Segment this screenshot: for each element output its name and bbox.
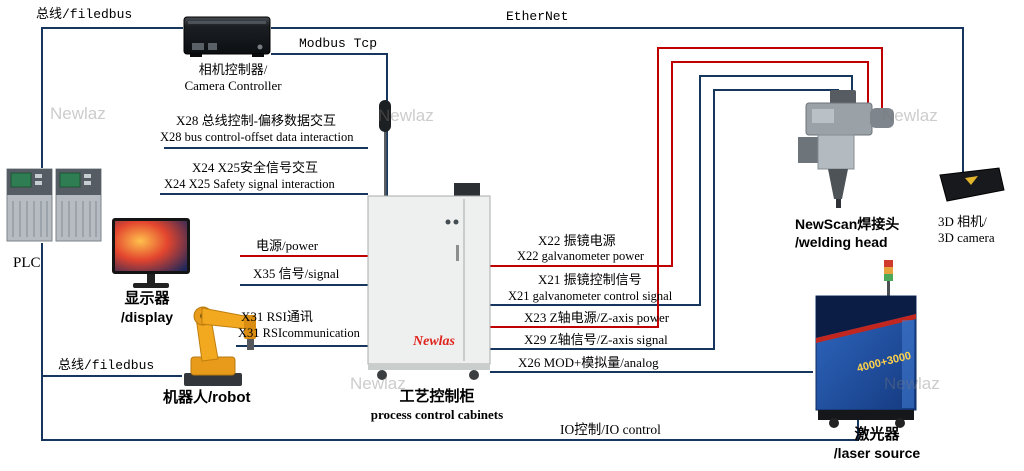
- display-device: [112, 218, 190, 288]
- welding-head-label-en: /welding head: [795, 233, 888, 250]
- camera-controller-label-cn: 相机控制器/: [198, 62, 268, 77]
- x22-label-cn: X22 振镜电源: [538, 233, 616, 248]
- antenna: [379, 100, 391, 132]
- display-label-en: /display: [120, 308, 174, 325]
- line-x21: [490, 75, 853, 306]
- plc-device: [6, 168, 102, 242]
- robot-pedestal: [184, 373, 242, 386]
- line-ethernet: [271, 27, 964, 172]
- robot-wrist: [244, 315, 256, 339]
- camera-3d-label: 3D 相机/ 3D camera: [938, 214, 995, 247]
- welding-head-device: [798, 90, 894, 208]
- camera-3d-label-cn: 3D 相机/: [938, 214, 987, 229]
- fieldbus-left-label: 总线/filedbus: [58, 358, 155, 373]
- cabinet-caster: [469, 370, 479, 380]
- laser-red-stripe: [816, 314, 916, 343]
- io-label: IO控制/IO control: [560, 422, 661, 437]
- laser-label: 激光器 /laser source: [822, 426, 932, 462]
- fieldbus-top-label: 总线/filedbus: [36, 7, 133, 22]
- controller-port: [208, 43, 217, 50]
- robot-device: [184, 306, 256, 386]
- line-io: [41, 243, 859, 441]
- power-label: 电源/power: [256, 238, 319, 253]
- line-fieldbus-top: [41, 27, 183, 168]
- antenna-pole: [384, 129, 387, 197]
- x24-label-en: X24 X25 Safety signal interaction: [164, 177, 335, 191]
- ethernet-label: EtherNet: [506, 9, 569, 24]
- camera-3d-device: [939, 167, 1005, 202]
- camera-3d-logo-mark: [965, 176, 978, 185]
- stack-light-amber: [884, 267, 893, 274]
- monitor-screen: [115, 221, 187, 271]
- x29-label: X29 Z轴信号/Z-axis signal: [524, 332, 668, 347]
- plc-module-2: [55, 168, 102, 242]
- cabinet-handle: [456, 245, 459, 261]
- camera-3d-body: [939, 167, 1005, 202]
- plc-screen: [10, 172, 32, 188]
- laser-wheel: [895, 418, 905, 428]
- modbus-label: Modbus Tcp: [299, 36, 378, 51]
- stack-light-red: [884, 260, 893, 267]
- laser-label-en: /laser source: [833, 444, 921, 461]
- camera-controller-label: 相机控制器/ Camera Controller: [168, 62, 298, 95]
- plc-label: PLC: [13, 255, 41, 271]
- cabinet-body: [367, 195, 491, 365]
- laser-device: 4000+3000: [815, 260, 917, 428]
- x28-label-en: X28 bus control-offset data interaction: [160, 130, 354, 144]
- x26-label: X26 MOD+模拟量/analog: [518, 355, 659, 370]
- x28-label-cn: X28 总线控制-偏移数据交互: [176, 113, 336, 128]
- controller-port: [192, 43, 204, 50]
- plc-screen: [59, 172, 81, 188]
- x23-label: X23 Z轴电源/Z-axis power: [524, 310, 670, 325]
- camera-controller-device: [183, 16, 271, 57]
- cabinet-label-en: process control cabinets: [370, 406, 504, 422]
- cabinet-label-cn: 工艺控制柜: [399, 388, 475, 405]
- welding-head-label-cn: NewScan焊接头: [795, 216, 900, 232]
- camera-controller-label-en: Camera Controller: [184, 78, 282, 94]
- plc-module-1: [6, 168, 53, 242]
- cabinet-top-box: [454, 183, 480, 196]
- cabinet-caster: [377, 370, 387, 380]
- welding-nozzle: [828, 169, 848, 199]
- laser-wheel: [829, 418, 839, 428]
- stack-light-green: [884, 274, 893, 281]
- cabinet-label: 工艺控制柜 process control cabinets: [362, 388, 512, 423]
- x31-label-en: X31 RSIcommunication: [238, 326, 360, 340]
- line-x23: [490, 47, 883, 328]
- cabinet-logo: Newlas: [412, 334, 456, 349]
- line-modbus: [271, 53, 388, 197]
- robot-tool: [247, 339, 254, 350]
- welding-head-label: NewScan焊接头 /welding head: [795, 216, 899, 251]
- x24-label-cn: X24 X25安全信号交互: [192, 160, 319, 175]
- line-x22: [490, 61, 869, 267]
- display-label-cn: 显示器: [124, 290, 170, 307]
- x35-label: X35 信号/signal: [253, 266, 340, 281]
- display-label: 显示器 /display: [112, 290, 182, 326]
- x21-label-cn: X21 振镜控制信号: [538, 272, 642, 287]
- robot-label: 机器人/robot: [163, 389, 251, 406]
- laser-label-cn: 激光器: [854, 426, 900, 443]
- x22-label-en: X22 galvanometer power: [517, 249, 645, 263]
- x31-label-cn: X31 RSI通讯: [241, 309, 313, 324]
- x21-label-en: X21 galvanometer control signal: [508, 289, 673, 303]
- camera-3d-label-en: 3D camera: [938, 230, 995, 246]
- cabinet-device: Newlas: [367, 100, 491, 380]
